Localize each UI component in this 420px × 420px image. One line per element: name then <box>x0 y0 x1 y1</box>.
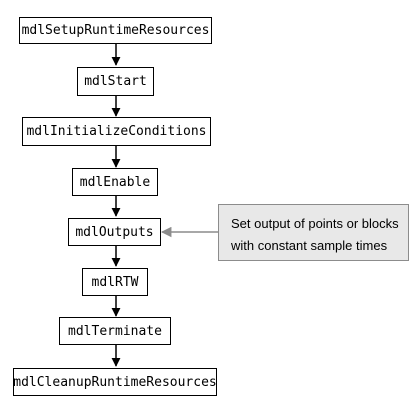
step-mdlcleanupruntimeresources: mdlCleanupRuntimeResources <box>13 368 217 396</box>
step-mdlsetupruntimeresources: mdlSetupRuntimeResources <box>19 17 212 44</box>
step-mdlterminate: mdlTerminate <box>59 317 171 345</box>
step-mdloutputs: mdlOutputs <box>68 218 161 246</box>
note-line-1: Set output of points or blocks <box>231 216 399 231</box>
step-mdlenable: mdlEnable <box>72 168 158 196</box>
step-mdlstart: mdlStart <box>77 67 154 96</box>
note-line-2: with constant sample times <box>231 238 388 253</box>
step-mdlinitializeconditions: mdlInitializeConditions <box>22 117 211 146</box>
step-mdlrtw: mdlRTW <box>82 268 148 296</box>
note-callout: Set output of points or blocks with cons… <box>218 204 409 261</box>
